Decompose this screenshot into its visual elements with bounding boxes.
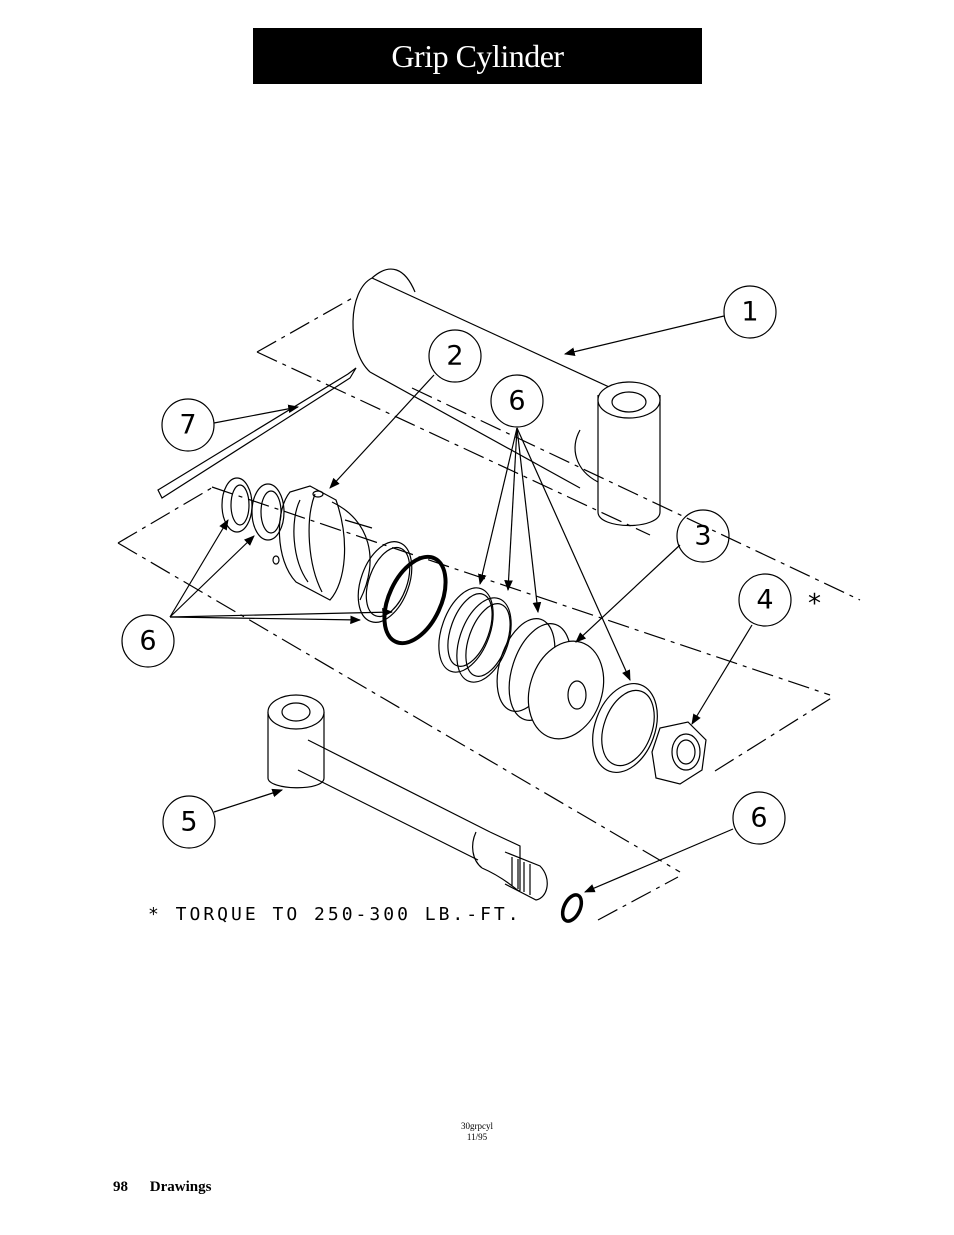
drawing-code: 30grpcyl 11/95 (440, 1121, 514, 1143)
callout-6-bottom: 6 (750, 803, 767, 834)
callout-1: 1 (741, 297, 758, 328)
callout-2: 2 (446, 341, 463, 372)
callout-6-top: 6 (508, 386, 525, 417)
nut-part-4 (651, 721, 707, 785)
callout-3: 3 (694, 521, 711, 552)
gland-part-2 (221, 477, 373, 601)
drawing-code-name: 30grpcyl (461, 1121, 493, 1131)
torque-asterisk: * (808, 589, 821, 619)
o-rings (357, 541, 512, 683)
rod-part-5 (267, 694, 548, 901)
page-title: Grip Cylinder (391, 37, 564, 74)
callout-6-left: 6 (139, 626, 156, 657)
leader-arrows (169, 315, 753, 893)
pin-part-7 (157, 367, 357, 499)
drawing-code-date: 11/95 (466, 1132, 488, 1142)
small-o-ring (560, 893, 584, 923)
seal-ring (592, 682, 658, 774)
torque-note: * TORQUE TO 250-300 LB.-FT. (148, 904, 522, 925)
callout-4: 4 (756, 585, 773, 616)
page-number: 98 (113, 1179, 128, 1195)
callout-7: 7 (179, 410, 196, 441)
callout-5: 5 (180, 807, 197, 838)
dash-plane-lines (117, 295, 861, 921)
page-title-bar: Grip Cylinder (253, 28, 702, 84)
cylinder-barrel-part-1 (352, 268, 661, 527)
piston-part-3 (496, 618, 605, 740)
callout-circles (121, 285, 792, 849)
section-name: Drawings (149, 1179, 212, 1195)
page-footer: 98 Drawings (113, 1179, 211, 1196)
